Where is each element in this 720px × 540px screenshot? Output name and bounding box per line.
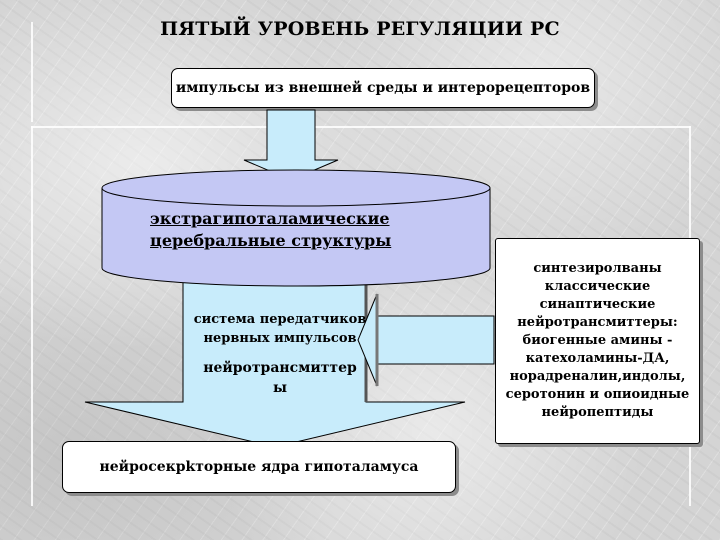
right-line-1: синтезиролваны — [533, 261, 662, 276]
right-line-4: нейротрансмиттеры: — [517, 315, 678, 330]
right-line-7: норадреналин,индолы, — [509, 369, 686, 384]
stem-label: система передатчиков нервных импульсов н… — [190, 310, 370, 398]
right-line-8: серотонин и опиоидные — [505, 387, 690, 402]
stem-line-3: нейротрансмиттер — [203, 360, 357, 376]
input-impulses-box: импульсы из внешней среды и интерорецепт… — [171, 68, 595, 108]
stem-line-1: система передатчиков — [193, 312, 367, 327]
neurotransmitters-box: синтезиролваны классические синаптически… — [495, 238, 700, 444]
right-line-9: нейропептиды — [541, 405, 654, 420]
cylinder-line-1: экстрагипоталамические — [150, 209, 390, 228]
cylinder-line-2: церебральные структуры — [150, 231, 392, 250]
stem-line-4: ы — [272, 380, 288, 396]
frame-line-left-top — [31, 22, 33, 122]
right-line-2: классические — [544, 279, 651, 294]
right-line-5: биогенные амины - — [522, 333, 673, 348]
frame-line-left — [31, 126, 33, 506]
frame-line-top — [31, 126, 691, 128]
right-line-3: синаптические — [539, 297, 656, 312]
page-title: ПЯТЫЙ УРОВЕНЬ РЕГУЛЯЦИИ РС — [160, 18, 560, 40]
cylinder — [101, 169, 491, 287]
cylinder-label: экстрагипоталамические церебральные стру… — [150, 208, 440, 252]
hypothalamus-box: нейросекрkторные ядра гипоталамуса — [62, 441, 456, 493]
down-arrow — [243, 109, 339, 181]
stem-line-2: нервных импульсов — [203, 331, 357, 346]
right-line-6: катехоламины-ДА, — [525, 351, 670, 366]
